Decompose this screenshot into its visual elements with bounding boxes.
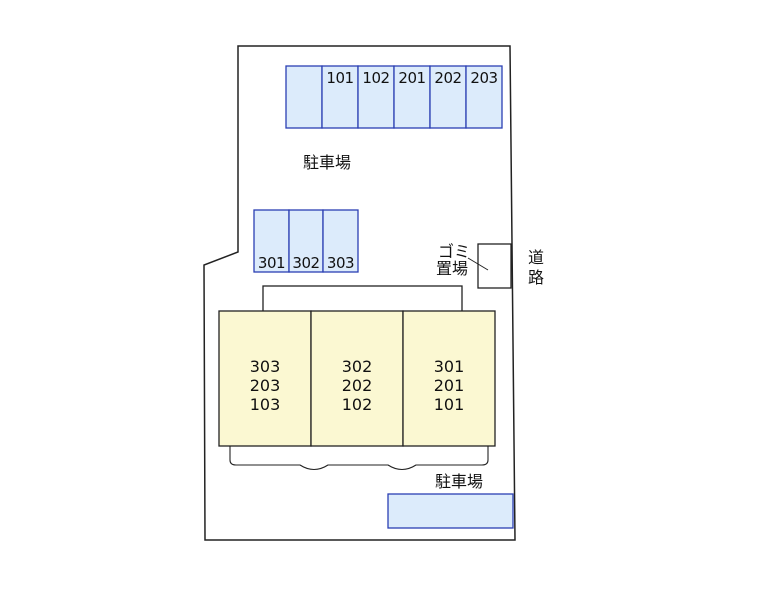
building-unit <box>402 310 496 447</box>
parking-row-top <box>285 65 503 129</box>
garbage-area <box>477 243 512 289</box>
parking-label: 202 <box>434 69 462 87</box>
building-roof <box>262 285 463 313</box>
garbage-pointer <box>467 257 489 271</box>
building <box>218 310 496 447</box>
road-label: 道 路 <box>526 248 546 288</box>
unit-stack-label: 301 201 101 <box>403 357 495 414</box>
parking-slot <box>465 65 503 129</box>
unit-number: 203 <box>249 376 281 395</box>
parking-slot <box>357 65 395 129</box>
parking-slot <box>429 65 467 129</box>
parking-slot <box>393 65 431 129</box>
building-unit <box>218 310 312 447</box>
garbage-label-line1: ゴミ <box>438 242 471 261</box>
unit-number: 301 <box>433 357 465 376</box>
unit-stack-label: 303 203 103 <box>219 357 311 414</box>
parking-label: 102 <box>362 69 390 87</box>
parking-slot <box>322 209 359 273</box>
parking-slot <box>253 209 290 273</box>
parking-label: 203 <box>470 69 498 87</box>
balcony-outline <box>229 446 489 471</box>
parking-label: 301 <box>257 254 286 272</box>
parking-slot <box>321 65 359 129</box>
parking-label: 101 <box>326 69 354 87</box>
road-label-line1: 道 <box>527 248 544 267</box>
road-label-line2: 路 <box>527 268 544 287</box>
parking-slot-bottom <box>387 493 514 529</box>
parking-area-label-bottom: 駐車場 <box>435 472 484 491</box>
unit-number: 103 <box>249 395 281 414</box>
unit-number: 302 <box>341 357 373 376</box>
parking-area-label-top: 駐車場 <box>303 153 352 172</box>
unit-stack-label: 302 202 102 <box>311 357 403 414</box>
parking-slot-blank <box>285 65 323 129</box>
unit-number: 202 <box>341 376 373 395</box>
garbage-label: ゴミ 置場 <box>436 243 470 277</box>
unit-number: 303 <box>249 357 281 376</box>
unit-number: 101 <box>433 395 465 414</box>
parking-label: 302 <box>292 254 320 272</box>
parking-label: 201 <box>398 69 426 87</box>
garbage-label-line2: 置場 <box>436 259 469 278</box>
parking-label: 303 <box>326 254 355 272</box>
parking-row-mid <box>253 209 359 273</box>
unit-number: 102 <box>341 395 373 414</box>
unit-number: 201 <box>433 376 465 395</box>
